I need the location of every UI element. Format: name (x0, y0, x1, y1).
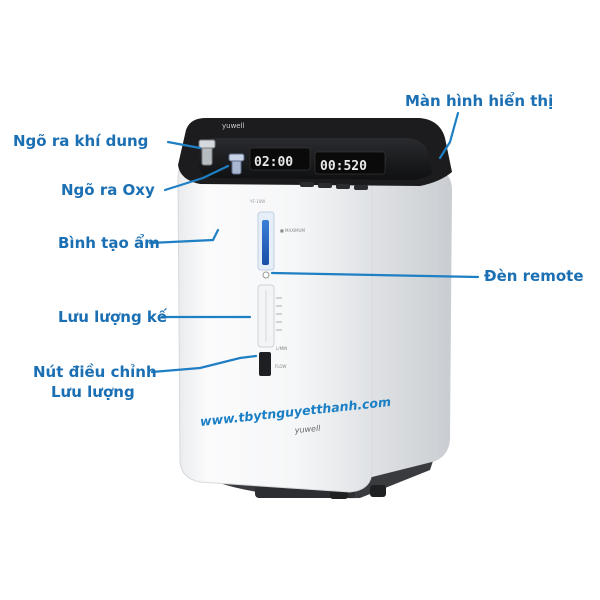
leader-lines (148, 111, 480, 374)
label-humidifier: Bình tạo ẩm (58, 234, 160, 252)
display-screen: 02:00 00:520 yuwell (222, 122, 386, 175)
humidifier-bottle: ■ MAXIMUM YF-10W (249, 199, 306, 271)
label-flow-knob-line2: Lưu lượng (51, 383, 135, 401)
nebulizer-outlet[interactable] (198, 139, 216, 166)
body-brand: yuwell (293, 424, 321, 435)
leader-oxygen (163, 164, 230, 192)
device-side (360, 170, 452, 480)
leader-display (438, 111, 460, 160)
label-flowmeter: Lưu lượng kế (58, 308, 168, 326)
top-panel (178, 118, 452, 186)
leader-humidifier (148, 228, 220, 245)
label-remote-light: Đèn remote (484, 267, 584, 285)
label-flow-knob-line1: Nút điều chỉnh (33, 363, 157, 381)
svg-text:■ MAXIMUM: ■ MAXIMUM (280, 228, 306, 233)
display-left-readout: 02:00 (254, 155, 293, 170)
svg-text:L/MIN: L/MIN (276, 346, 287, 351)
flowmeter: L/MIN (257, 284, 287, 351)
top-brand: yuwell (222, 122, 245, 130)
label-oxygen-outlet: Ngõ ra Oxy (61, 181, 155, 199)
svg-text:FLOW: FLOW (275, 364, 287, 369)
leader-nebulizer (166, 140, 202, 150)
control-buttons[interactable] (300, 182, 368, 190)
remote-light (262, 271, 270, 279)
label-nebulizer-outlet: Ngõ ra khí dung (13, 132, 149, 150)
leader-remote (270, 271, 480, 279)
display-right-readout: 00:520 (320, 159, 367, 174)
flow-adjust-knob[interactable]: FLOW (259, 352, 287, 376)
label-display: Màn hình hiển thị (405, 92, 554, 110)
oxygen-outlet[interactable] (228, 153, 245, 175)
svg-text:YF-10W: YF-10W (249, 199, 265, 204)
leader-knob (150, 354, 258, 374)
device-front (177, 157, 373, 493)
